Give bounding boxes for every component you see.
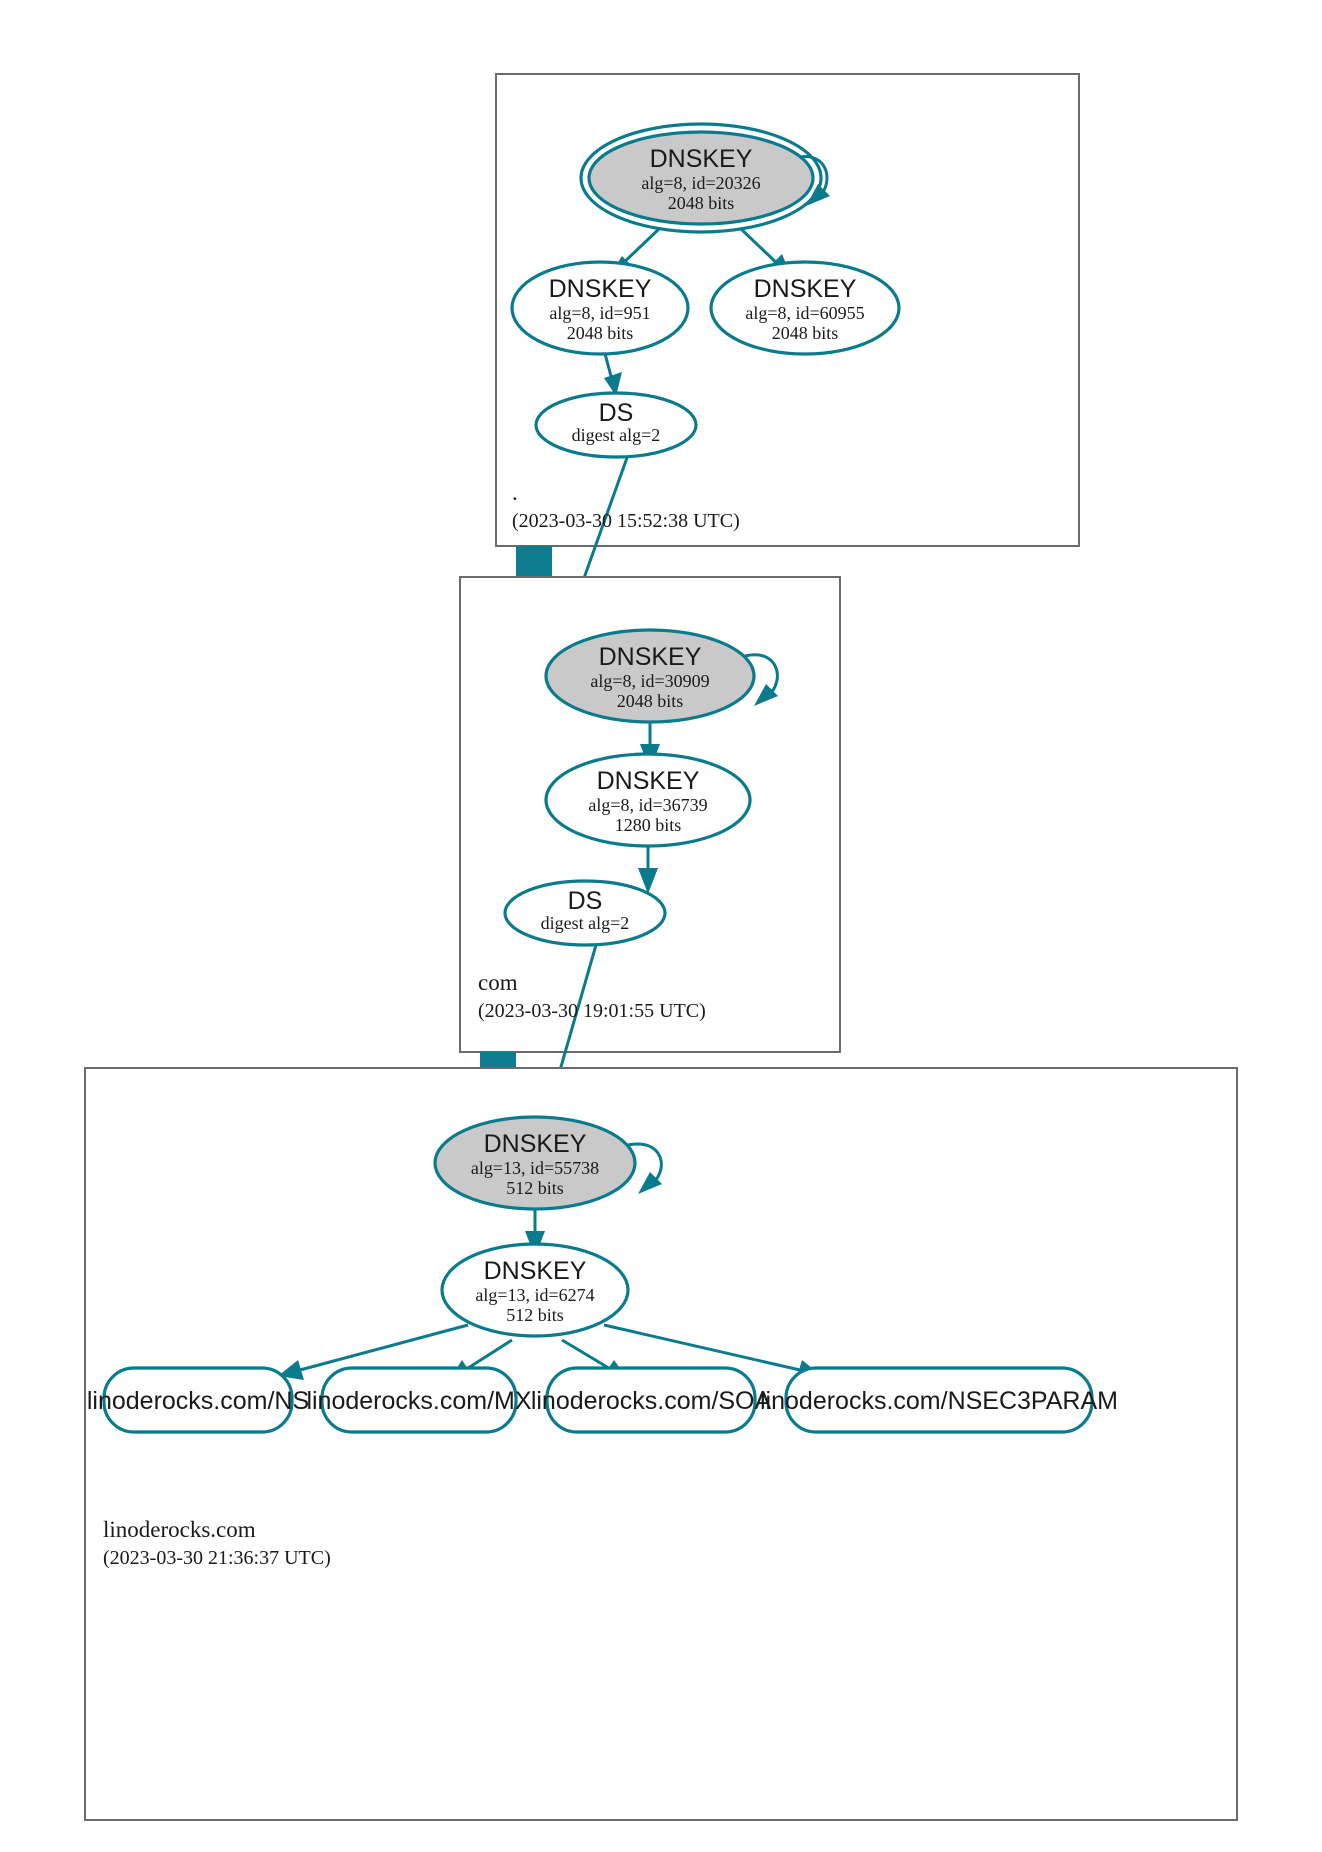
node-size: 512 bits bbox=[506, 1305, 564, 1325]
rrset-label: linoderocks.com/NSEC3PARAM bbox=[760, 1387, 1118, 1415]
rrset-box bbox=[784, 1366, 1094, 1434]
node-ellipse bbox=[709, 260, 901, 356]
zone-linoderocks: DNSKEY alg=13, id=55738 512 bits DNSKEY … bbox=[84, 1067, 1238, 1821]
node-params: alg=8, id=36739 bbox=[588, 795, 707, 815]
rrset-box bbox=[102, 1366, 294, 1434]
node-size: 1280 bits bbox=[615, 815, 682, 835]
node-ellipse bbox=[510, 260, 690, 356]
rrset-node-ns: linoderocks.com/NS bbox=[87, 1366, 309, 1434]
node-ellipse bbox=[587, 130, 815, 226]
rrset-label: linoderocks.com/MX bbox=[306, 1387, 531, 1415]
node-root-zsk-951: DNSKEY alg=8, id=951 2048 bits bbox=[510, 260, 690, 356]
zone-label-com: com bbox=[478, 970, 518, 995]
rrset-box bbox=[545, 1366, 757, 1434]
node-ellipse bbox=[503, 879, 667, 947]
node-size: 512 bits bbox=[506, 1178, 564, 1198]
node-root-ksk-20326: DNSKEY alg=8, id=20326 2048 bits bbox=[579, 122, 823, 234]
node-title: DS bbox=[568, 887, 603, 915]
rrset-node-mx: linoderocks.com/MX bbox=[306, 1366, 532, 1434]
node-com-ds: DS digest alg=2 bbox=[503, 879, 667, 947]
node-root-ds: DS digest alg=2 bbox=[534, 391, 698, 459]
zone-timestamp-linoderocks: (2023-03-30 21:36:37 UTC) bbox=[103, 1547, 331, 1569]
rrset-node-soa: linoderocks.com/SOA bbox=[531, 1366, 772, 1434]
node-ellipse bbox=[544, 752, 752, 848]
node-title: DNSKEY bbox=[549, 275, 652, 303]
node-size: 2048 bits bbox=[567, 323, 634, 343]
node-size: 2048 bits bbox=[617, 691, 684, 711]
node-params: alg=13, id=6274 bbox=[475, 1285, 594, 1305]
node-params: alg=8, id=60955 bbox=[745, 303, 864, 323]
node-title: DS bbox=[599, 399, 634, 427]
node-ellipse bbox=[440, 1242, 630, 1338]
node-params: alg=8, id=20326 bbox=[641, 173, 760, 193]
node-size: 2048 bits bbox=[668, 193, 735, 213]
node-title: DNSKEY bbox=[650, 145, 753, 173]
node-com-zsk-36739: DNSKEY alg=8, id=36739 1280 bits bbox=[544, 752, 752, 848]
edge-com-ksk-self-signature bbox=[744, 653, 779, 706]
node-title: DNSKEY bbox=[597, 767, 700, 795]
zone-timestamp-com: (2023-03-30 19:01:55 UTC) bbox=[478, 1000, 706, 1022]
node-com-ksk-30909: DNSKEY alg=8, id=30909 2048 bits bbox=[544, 628, 756, 724]
node-ellipse bbox=[534, 391, 698, 459]
node-title: DNSKEY bbox=[484, 1257, 587, 1285]
node-size: 2048 bits bbox=[772, 323, 839, 343]
zone-label-linoderocks: linoderocks.com bbox=[103, 1517, 256, 1542]
node-params: alg=13, id=55738 bbox=[471, 1158, 599, 1178]
zone-root: DNSKEY alg=8, id=20326 2048 bits DNSKEY … bbox=[495, 73, 1080, 646]
edge-linoderocks-ksk-self-signature bbox=[627, 1142, 663, 1194]
node-root-zsk-60955: DNSKEY alg=8, id=60955 2048 bits bbox=[709, 260, 901, 356]
node-title: DNSKEY bbox=[599, 643, 702, 671]
node-linoderocks-zsk-6274: DNSKEY alg=13, id=6274 512 bits bbox=[440, 1242, 630, 1338]
node-params: alg=8, id=951 bbox=[549, 303, 650, 323]
rrset-label: linoderocks.com/NS bbox=[87, 1387, 309, 1415]
node-params: digest alg=2 bbox=[572, 425, 661, 445]
node-title: DNSKEY bbox=[754, 275, 857, 303]
edge-zsk-to-rrset-ns bbox=[278, 1323, 469, 1380]
zone-com: DNSKEY alg=8, id=30909 2048 bits DNSKEY … bbox=[459, 576, 841, 1148]
rrset-node-nsec3param: linoderocks.com/NSEC3PARAM bbox=[760, 1366, 1118, 1434]
node-params: digest alg=2 bbox=[541, 913, 630, 933]
edge-com-zsk-to-ds bbox=[638, 846, 658, 894]
node-ellipse bbox=[433, 1115, 637, 1211]
node-ellipse bbox=[544, 628, 756, 724]
rrset-label: linoderocks.com/SOA bbox=[531, 1387, 772, 1415]
node-linoderocks-ksk-55738: DNSKEY alg=13, id=55738 512 bits bbox=[433, 1115, 637, 1211]
trust-anchor-outer-ring bbox=[579, 122, 823, 234]
node-params: alg=8, id=30909 bbox=[590, 671, 709, 691]
zone-linoderocks-border bbox=[84, 1067, 1238, 1821]
zone-timestamp-root: (2023-03-30 15:52:38 UTC) bbox=[512, 510, 740, 532]
zone-label-root: . bbox=[512, 480, 518, 505]
node-title: DNSKEY bbox=[484, 1130, 587, 1158]
rrset-box bbox=[320, 1366, 518, 1434]
